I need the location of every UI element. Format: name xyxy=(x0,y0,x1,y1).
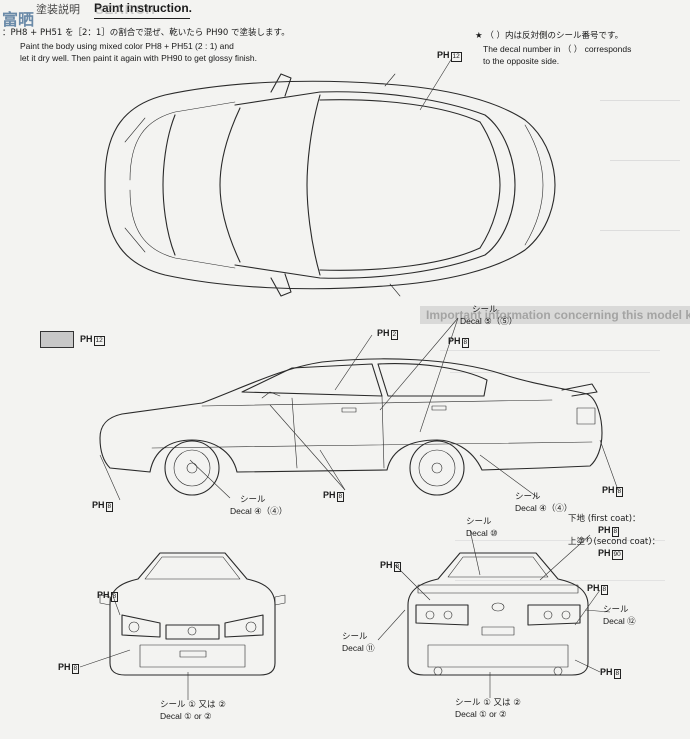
note-en-1: The decal number in （ ） corresponds xyxy=(483,44,632,54)
logo-text: 富晒 xyxy=(2,12,35,29)
label-decal-4b: シール Decal ④（④） xyxy=(515,492,572,514)
en-title: Paint instruction. xyxy=(94,1,193,15)
header-rule xyxy=(94,18,190,19)
label-decal-10: シール Decal ⑩ xyxy=(466,517,498,539)
label-rear-decal: シール ① 又は ② Decal ① or ② xyxy=(455,698,521,720)
header: 富晒 塗装説明 Paint instruction. SEARCH xyxy=(0,0,690,29)
first-coat-label: 下地 (first coat)： xyxy=(568,514,641,524)
car-rear-view xyxy=(407,552,589,676)
car-top-view xyxy=(104,73,556,297)
decal-en: Decal ⑤（⑤） xyxy=(460,316,518,326)
instruction-en-1: Paint the body using mixed color PH8 + P… xyxy=(20,41,234,51)
decal-jp: シール xyxy=(342,632,368,642)
decal-jp: シール xyxy=(240,495,266,505)
section-banner-text: Important information concerning this mo… xyxy=(426,308,690,322)
car-front-view xyxy=(99,552,286,676)
ph-prefix: PH xyxy=(587,583,600,593)
watermark-search: SEARCH xyxy=(95,2,156,17)
ph-prefix: PH xyxy=(377,328,390,338)
ph-num: 12 xyxy=(450,52,462,62)
ph-num: 8 xyxy=(600,585,609,595)
ph-prefix: PH xyxy=(437,50,450,60)
second-coat-label: 上塗り(second coat)： xyxy=(568,537,661,547)
ph-num: 2 xyxy=(390,330,399,340)
decal-en: Decal ④（④） xyxy=(230,506,288,516)
note-jp-text: （ ）内は反対側のシール番号です。 xyxy=(485,31,624,41)
ph-prefix: PH xyxy=(448,336,461,346)
decal-en: Decal ① or ② xyxy=(455,709,507,719)
ph-prefix: PH xyxy=(92,500,105,510)
decal-en: Decal ① or ② xyxy=(160,711,212,721)
swatch-prefix: PH xyxy=(80,334,93,344)
ph-num: 8 xyxy=(615,487,624,497)
color-swatch xyxy=(40,331,74,348)
instruction-jp: ：PH8 + PH51 を［2：1］の割合で混ぜ、乾いたら PH90 で塗装しま… xyxy=(2,28,290,38)
ph-prefix: PH xyxy=(598,525,611,535)
ph-num: 90 xyxy=(611,550,623,560)
label-decal-11: シール Decal ⑪ xyxy=(342,632,375,654)
label-decal-12: シール Decal ⑫ xyxy=(603,605,636,627)
ph-num: 8 xyxy=(71,664,80,674)
ph-num: 8 xyxy=(611,527,620,537)
label-decal-4a: シール Decal ④（④） xyxy=(230,495,287,517)
ph-num: 8 xyxy=(393,562,402,572)
ph-num: 8 xyxy=(105,502,114,512)
label-decal-5: シール Decal ⑤（⑤） xyxy=(460,305,517,327)
swatch-num: 12 xyxy=(93,336,105,346)
decal-jp: シール xyxy=(603,605,629,615)
ph-prefix: PH xyxy=(602,485,615,495)
jp-title: 塗装説明 xyxy=(36,3,80,16)
decal-jp: シール xyxy=(466,517,492,527)
decal-jp: シール ① 又は ② xyxy=(160,700,226,710)
note-jp: ★ （ ）内は反対側のシール番号です。 xyxy=(475,31,623,42)
decal-jp: シール ① 又は ② xyxy=(455,698,521,708)
decal-jp: シール xyxy=(472,305,498,315)
decal-en: Decal ④（④） xyxy=(515,503,573,513)
ph-prefix: PH xyxy=(600,667,613,677)
ph-num: 8 xyxy=(461,338,470,348)
label-front-decal: シール ① 又は ② Decal ① or ② xyxy=(160,700,226,722)
decal-en: Decal ⑫ xyxy=(603,616,636,626)
ph-num: 8 xyxy=(336,492,345,502)
ph-prefix: PH xyxy=(380,560,393,570)
section-banner: Important information concerning this mo… xyxy=(420,306,690,324)
ph-num: 8 xyxy=(110,592,119,602)
car-side-view xyxy=(99,358,603,496)
instruction-en-2: let it dry well. Then paint it again wit… xyxy=(20,53,258,63)
ph-prefix: PH xyxy=(598,548,611,558)
ph-prefix: PH xyxy=(323,490,336,500)
ph-prefix: PH xyxy=(58,662,71,672)
star-icon: ★ xyxy=(475,31,483,41)
decal-jp: シール xyxy=(515,492,541,502)
ph-num: 8 xyxy=(613,669,622,679)
ph-prefix: PH xyxy=(97,590,110,600)
decal-en: Decal ⑪ xyxy=(342,643,375,653)
note-en-2: to the opposite side. xyxy=(483,56,560,66)
decal-en: Decal ⑩ xyxy=(466,528,498,538)
